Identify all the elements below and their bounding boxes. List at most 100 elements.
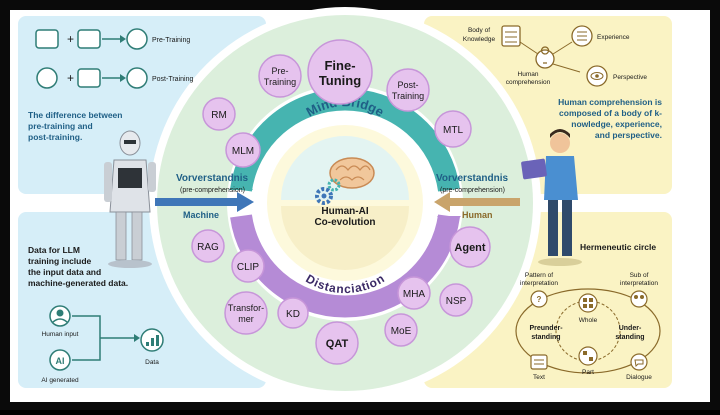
pretraining-caption-1: The difference between [28,110,122,120]
posttraining-row: + Post-Training [36,67,193,89]
human-comprehension-1: Human [518,71,539,78]
svg-text:Training: Training [264,77,296,87]
hermeneutic-loop [515,288,661,374]
svg-text:+: + [67,32,74,46]
svg-text:+: + [67,71,74,85]
bubble-fine-tuning: Fine- Tuning [307,39,373,105]
gears-icon [315,178,341,205]
comprehension-caption-4: and perspective. [595,130,662,140]
svg-text:RM: RM [211,110,227,121]
document-icon [35,29,59,49]
question-icon: ? [530,290,548,308]
data-icon [140,328,164,352]
hermeneutic-title: Hermeneutic circle [580,242,656,252]
bubble-rag: RAG [191,229,225,263]
books-icon [501,25,521,47]
svg-text:QAT: QAT [326,338,349,350]
bubble-mha: MHA [397,276,431,310]
experience-label: Experience [597,34,630,41]
whole-label: Whole [579,317,598,324]
whole-icon [578,293,598,313]
human-input-label: Human input [42,331,79,338]
people-icon [630,290,648,308]
svg-text:Agent: Agent [454,242,486,254]
data-caption-4: machine-generated data. [28,278,128,288]
human-arrow [434,192,520,212]
machine-label: Machine [183,210,219,220]
svg-text:Post-: Post- [397,80,418,90]
robot-figure [104,130,156,268]
data-connector-arrowhead [134,334,140,342]
pattern-label-2: interpretation [520,280,558,287]
svg-text:Transfor-: Transfor- [228,303,264,313]
dataset-icon [77,29,101,49]
ai-badge-text: AI [56,356,65,366]
data-connector [72,315,134,361]
tuned-network-icon [126,67,148,89]
understanding-2: standing [615,334,644,341]
text-label: Text [533,374,545,381]
pretraining-label: Pre-Training [152,37,190,44]
left-vorverstandnis: Vorverstandnis [176,173,248,184]
left-precomprehension: (pre-comprehension) [180,187,245,194]
data-caption-2: training include [28,256,92,266]
svg-text:NSP: NSP [446,296,467,307]
bubble-nsp: NSP [439,283,473,317]
part-icon [578,346,598,366]
right-vorverstandnis: Vorverstandnis [436,173,508,184]
comprehension-caption-1: Human comprehension is [558,97,662,107]
human-input-icon [49,305,71,327]
bubble-mtl: MTL [434,110,472,148]
svg-text:MLM: MLM [232,146,254,157]
arc-arrowhead-right [437,216,461,230]
svg-text:MTL: MTL [443,125,463,136]
dialogue-icon [630,353,648,371]
svg-text:Tuning: Tuning [319,73,361,88]
human-label: Human [462,210,493,220]
data-label: Data [145,359,159,366]
ai-generated-icon: AI [49,349,71,371]
bubble-agent: Agent [449,226,491,268]
posttraining-label: Post-Training [152,76,193,83]
svg-text:mer: mer [238,314,254,324]
llm-icon [36,67,58,89]
data-caption-1: Data for LLM [28,245,80,255]
preunderstanding-1: Preunder- [529,325,563,332]
svg-text:MoE: MoE [391,326,412,337]
part-label: Part [582,369,594,376]
lightbulb-icon [535,46,555,69]
svg-text:?: ? [537,295,542,304]
body-of-knowledge-2: Knowledge [463,36,496,43]
bubble-pre-training: Pre- Training [258,54,302,98]
svg-text:Pre-: Pre- [271,66,288,76]
brain-icon [329,157,375,189]
human-comprehension-2: comprehension [506,79,551,86]
machine-arrow [155,192,254,212]
perspective-label: Perspective [613,74,647,81]
dialogue-label: Dialogue [626,374,652,381]
svg-text:MHA: MHA [403,289,426,300]
bubble-moe: MoE [384,313,418,347]
preunderstanding-2: standing [531,334,560,341]
coevolution-line-2: Co-evolution [314,217,375,228]
inner-bottom-half [281,206,409,270]
data-caption-3: the input data and [28,267,101,277]
arc-arrowhead-left [229,176,253,190]
svg-text:KD: KD [286,309,300,320]
eye-icon [586,65,608,87]
pattern-label-1: Pattern of [525,272,553,279]
bubble-mlm: MLM [225,132,261,168]
svg-text:Fine-: Fine- [324,58,355,73]
human-figure [521,129,582,266]
bubble-clip: CLIP [231,249,265,283]
ai-generated-label: AI generated [41,377,79,384]
comprehension-caption-3: nowledge, experience, [571,119,662,129]
bubble-post-training: Post- Training [386,68,430,112]
right-precomprehension: (pre-comprehension) [440,187,505,194]
sub-label-1: Sub of [630,272,649,279]
body-of-knowledge-1: Body of [468,27,490,34]
comprehension-connectors [519,41,581,73]
comprehension-caption-2: composed of a body of k- [559,108,662,118]
